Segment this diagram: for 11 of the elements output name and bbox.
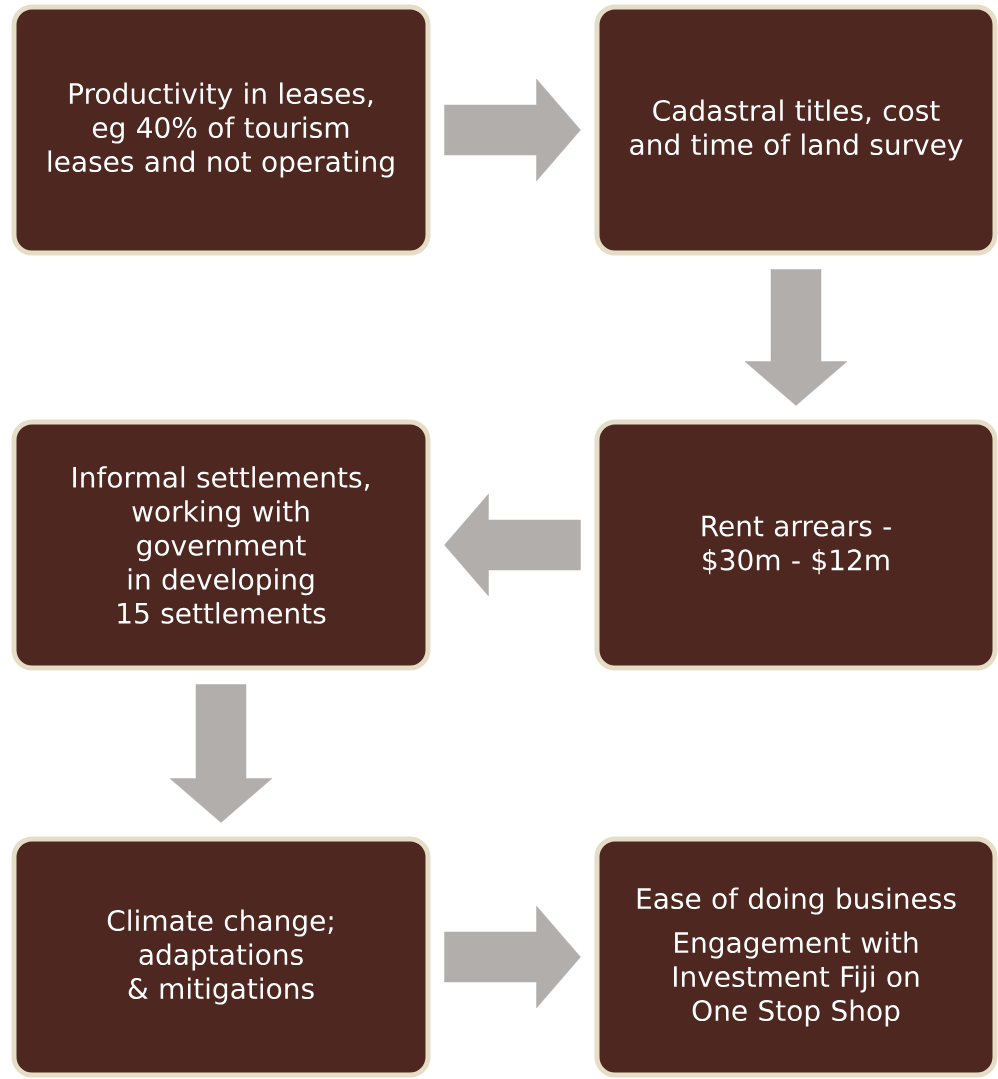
process-box: Productivity in leases, eg 40% of tourism leases and not operating [11, 4, 431, 256]
process-box: Ease of doing business Engagement with Investment Fiji on One Stop Shop [594, 836, 998, 1078]
block-arrow [444, 905, 581, 1009]
block-arrow [444, 78, 581, 182]
block-arrow [744, 269, 848, 406]
process-box: Informal settlements, working with government in developing 15 settlements [11, 419, 431, 671]
process-box: Rent arrears - $30m - $12m [594, 419, 998, 671]
process-box: Climate change; adaptations & mitigations [11, 836, 431, 1078]
block-arrow [444, 493, 581, 597]
process-box: Cadastral titles, cost and time of land survey [594, 4, 998, 256]
block-arrow [169, 684, 273, 823]
